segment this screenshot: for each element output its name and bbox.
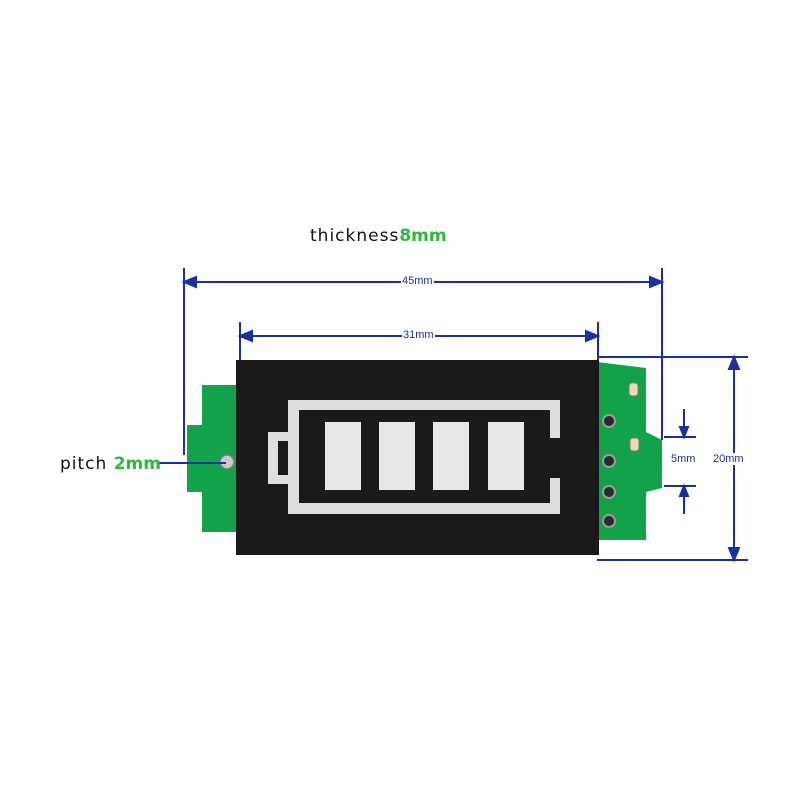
dimension-display-width: 31mm: [402, 329, 435, 341]
battery-segment: [325, 422, 361, 490]
battery-segment: [379, 422, 415, 490]
thickness-label: thickness8mm: [310, 226, 447, 246]
battery-segment: [433, 422, 469, 490]
pitch-text: pitch: [60, 454, 108, 474]
battery-outline: [268, 400, 560, 514]
dimension-overall-width: 45mm: [401, 275, 434, 287]
pitch-value: 2mm: [113, 454, 161, 474]
thickness-text: thickness: [310, 226, 400, 246]
pcb-right-tab: [597, 362, 662, 540]
pitch-label: pitch 2mm: [60, 454, 161, 474]
smd-component: [628, 382, 639, 397]
pin-pad: [602, 414, 616, 428]
pin-pad: [602, 514, 616, 528]
display-body: [236, 360, 599, 555]
dimension-pin-spacing: 5mm: [670, 453, 697, 465]
dimension-height: 20mm: [712, 453, 745, 465]
pin-pad: [602, 485, 616, 499]
smd-component: [629, 437, 640, 452]
battery-segment: [488, 422, 524, 490]
pcb-left-tab: [187, 385, 240, 532]
thickness-value: 8mm: [399, 226, 447, 246]
pin-pad: [602, 454, 616, 468]
